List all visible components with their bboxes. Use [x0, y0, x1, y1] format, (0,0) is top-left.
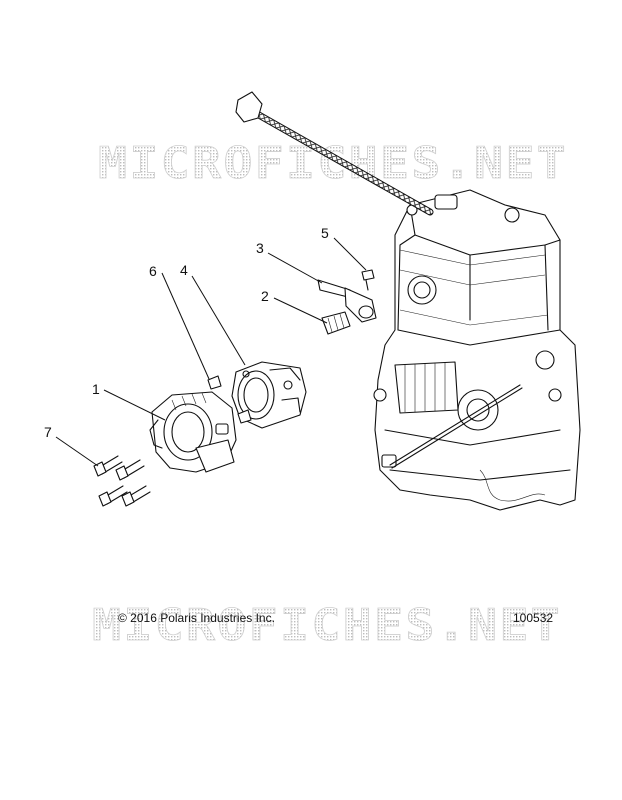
- part-number: 100532: [513, 611, 553, 625]
- callout-2: 2: [261, 288, 269, 304]
- callout-5: 5: [321, 225, 329, 241]
- callout-1: 1: [92, 381, 100, 397]
- part-7-bolts: [93, 455, 151, 507]
- engine-block-illustration: [373, 189, 581, 511]
- part-5-bolt: [361, 269, 375, 291]
- throttle-rod: [389, 384, 523, 469]
- callout-7: 7: [44, 424, 52, 440]
- leader-lines: [55, 237, 367, 467]
- part-6-bolts: [207, 375, 252, 424]
- watermark-top: MICROFICHES.NET: [98, 138, 568, 189]
- part-3-sensor-rail: [317, 279, 377, 323]
- braided-cable: [235, 91, 434, 216]
- copyright-text: © 2016 Polaris Industries Inc.: [118, 611, 275, 625]
- callout-4: 4: [180, 262, 188, 278]
- watermark-bottom: MICROFICHES.NET: [92, 600, 562, 651]
- part-4-intake-adapter: [231, 361, 307, 429]
- part-1-throttle-body: [149, 391, 237, 473]
- part-2-injector: [321, 311, 351, 335]
- callout-6: 6: [149, 263, 157, 279]
- callout-3: 3: [256, 240, 264, 256]
